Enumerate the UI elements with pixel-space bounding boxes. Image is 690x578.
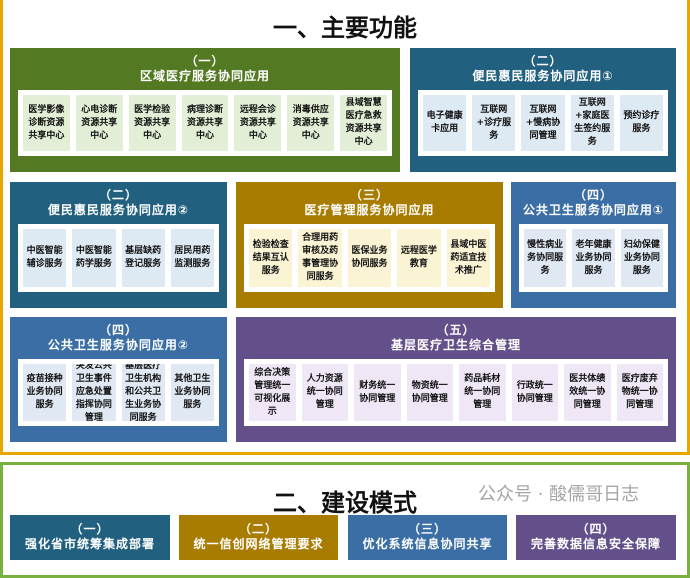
- function-item: 综合决策管理统一可视化展示: [249, 364, 296, 421]
- panel-num: （一）: [185, 54, 225, 68]
- panel-title: 基层医疗卫生综合管理: [390, 338, 521, 352]
- function-item: 消毒供应资源共享中心: [287, 95, 335, 151]
- panel-title: 医疗管理服务协同应用: [304, 203, 435, 217]
- function-item: 互联网+诊疗服务: [472, 95, 516, 151]
- function-item: 中医智能药学服务: [72, 229, 116, 287]
- function-item: 中医智能辅诊服务: [23, 229, 67, 287]
- panel-num: （二）: [523, 54, 563, 68]
- mode-num: （二）: [238, 522, 278, 536]
- panel-header: （二）便民惠民服务协同应用①: [418, 54, 668, 90]
- function-item: 检验检查结果互认服务: [249, 229, 293, 287]
- panel-title: 便民惠民服务协同应用①: [472, 69, 614, 83]
- function-panel-7: （五）基层医疗卫生综合管理综合决策管理统一可视化展示人力资源统一协同管理财务统一…: [236, 317, 676, 442]
- function-item: 基层缺药登记服务: [121, 229, 165, 287]
- mode-box-3: （三）优化系统信息协同共享: [348, 515, 507, 560]
- function-item: 妇幼保健业务协同服务: [620, 229, 663, 287]
- function-item: 医学影像诊断资源共享中心: [23, 95, 70, 151]
- panel-num: （三）: [349, 188, 389, 202]
- mode-title: 完善数据信息安全保障: [530, 537, 661, 551]
- panel-items: 综合决策管理统一可视化展示人力资源统一协同管理财务统一协同管理物资统一协同管理药…: [244, 359, 668, 426]
- construction-mode-section: 二、建设模式: [0, 462, 690, 578]
- panel-items: 疫苗接种业务协同服务突发公共卫生事件应急处置指挥协同管理基层医疗卫生机构和公共卫…: [18, 359, 219, 426]
- function-item: 居民用药监测服务: [170, 229, 214, 287]
- section-title: 二、建设模式: [273, 489, 417, 517]
- panel-header: （二）便民惠民服务协同应用②: [18, 188, 219, 224]
- function-item: 其他卫生业务协同服务: [170, 364, 214, 421]
- panel-header: （四）公共卫生服务协同应用②: [18, 323, 219, 359]
- function-item: 电子健康卡应用: [423, 95, 467, 151]
- function-item: 财务统一协同管理: [354, 364, 401, 421]
- function-item: 基层医疗卫生机构和公共卫生业务协同服务: [121, 364, 165, 421]
- mode-num: （三）: [407, 522, 447, 536]
- panel-num: （五）: [436, 323, 476, 337]
- panel-header: （一）区域医疗服务协同应用: [18, 54, 392, 90]
- panel-title: 公共卫生服务协同应用①: [522, 203, 665, 217]
- function-item: 老年健康业务协同服务: [572, 229, 615, 287]
- function-item: 病理诊断资源共享中心: [181, 95, 229, 151]
- function-item: 药品耗材统一协同管理: [459, 364, 506, 421]
- mode-box-4: （四）完善数据信息安全保障: [516, 515, 676, 560]
- function-item: 行政统一协同管理: [511, 364, 558, 421]
- panel-items: 电子健康卡应用互联网+诊疗服务互联网+慢病协同管理互联网+家庭医生签约服务预约诊…: [418, 90, 668, 156]
- mode-box-2: （二）统一信创网络管理要求: [179, 515, 338, 560]
- mode-title: 统一信创网络管理要求: [193, 537, 324, 551]
- function-panel-1: （一）区域医疗服务协同应用医学影像诊断资源共享中心心电诊断资源共享中心医学检验资…: [10, 48, 400, 172]
- function-item: 人力资源统一协同管理: [301, 364, 348, 421]
- function-item: 合理用药审核及药事管理协同服务: [298, 229, 342, 287]
- function-item: 医疗废弃物统一协同管理: [616, 364, 663, 421]
- panel-header: （三）医疗管理服务协同应用: [244, 188, 495, 224]
- panel-num: （四）: [98, 323, 138, 337]
- panel-items: 医学影像诊断资源共享中心心电诊断资源共享中心医学检验资源共享中心病理诊断资源共享…: [18, 90, 392, 156]
- function-item: 物资统一协同管理: [406, 364, 453, 421]
- mode-num: （四）: [576, 522, 616, 536]
- function-item: 预约诊疗服务: [619, 95, 664, 151]
- function-item: 互联网+家庭医生签约服务: [570, 95, 614, 151]
- function-item: 突发公共卫生事件应急处置指挥协同管理: [72, 364, 116, 421]
- panel-header: （五）基层医疗卫生综合管理: [244, 323, 668, 359]
- function-item: 远程会诊资源共享中心: [234, 95, 282, 151]
- panel-num: （四）: [573, 188, 613, 202]
- panel-header: （四）公共卫生服务协同应用①: [519, 188, 668, 224]
- function-item: 县域中医药适宜技术推广: [446, 229, 491, 287]
- function-item: 医保业务协同服务: [347, 229, 392, 287]
- panel-items: 中医智能辅诊服务中医智能药学服务基层缺药登记服务居民用药监测服务: [18, 224, 219, 292]
- main-functions-section: 一、主要功能: [0, 0, 690, 455]
- function-item: 医学检验资源共享中心: [128, 95, 176, 151]
- panel-num: （二）: [98, 188, 138, 202]
- function-item: 医共体绩效统一协同管理: [564, 364, 611, 421]
- function-item: 县域智慧医疗急救资源共享中心: [340, 95, 388, 151]
- function-panel-4: （三）医疗管理服务协同应用检验检查结果互认服务合理用药审核及药事管理协同服务医保…: [236, 182, 503, 308]
- function-item: 远程医学教育: [397, 229, 441, 287]
- panel-items: 检验检查结果互认服务合理用药审核及药事管理协同服务医保业务协同服务远程医学教育县…: [244, 224, 495, 292]
- mode-box-1: （一）强化省市统筹集成部署: [10, 515, 170, 560]
- panel-items: 慢性病业务协同服务老年健康业务协同服务妇幼保健业务协同服务: [519, 224, 668, 292]
- panel-title: 区域医疗服务协同应用: [139, 69, 270, 83]
- mode-title: 优化系统信息协同共享: [362, 537, 493, 551]
- watermark: 公众号 · 酸儒哥日志: [478, 484, 640, 505]
- function-item: 互联网+慢病协同管理: [521, 95, 565, 151]
- panel-title: 便民惠民服务协同应用②: [47, 203, 190, 217]
- mode-num: （一）: [70, 522, 110, 536]
- section-title: 一、主要功能: [273, 14, 417, 42]
- function-item: 慢性病业务协同服务: [524, 229, 567, 287]
- function-item: 疫苗接种业务协同服务: [23, 364, 67, 421]
- mode-title: 强化省市统筹集成部署: [24, 537, 155, 551]
- panel-title: 公共卫生服务协同应用②: [47, 338, 190, 352]
- function-item: 心电诊断资源共享中心: [75, 95, 123, 151]
